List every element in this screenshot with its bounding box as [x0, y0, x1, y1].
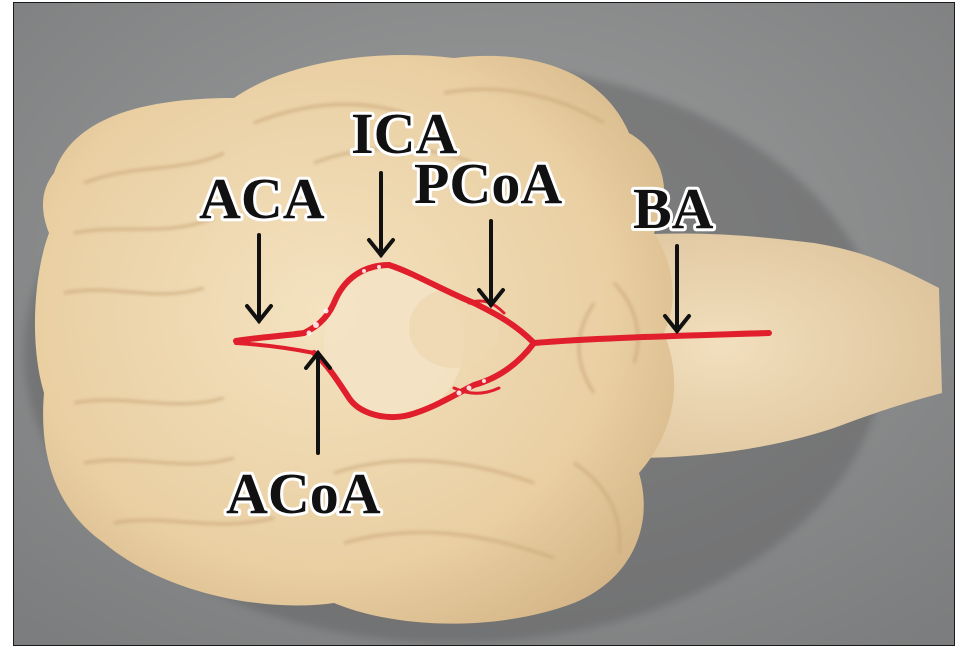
ica-arrow — [367, 171, 395, 259]
figure-frame: ICA PCoA ACA BA ACoA — [13, 2, 955, 646]
acoa-arrow — [304, 349, 332, 455]
aca-arrow — [245, 233, 273, 325]
gyri-texture — [63, 87, 640, 560]
arrows — [245, 171, 691, 455]
pcoa-arrow — [477, 219, 505, 309]
label-acoa: ACoA — [226, 461, 381, 526]
label-aca: ACA — [199, 166, 325, 231]
label-ba: BA — [633, 176, 714, 241]
label-pcoa: PCoA — [414, 151, 562, 216]
highlights — [306, 265, 486, 396]
ba-arrow — [663, 244, 691, 335]
label-ica: ICA — [351, 101, 457, 166]
brain-photo: ICA PCoA ACA BA ACoA — [14, 3, 954, 645]
